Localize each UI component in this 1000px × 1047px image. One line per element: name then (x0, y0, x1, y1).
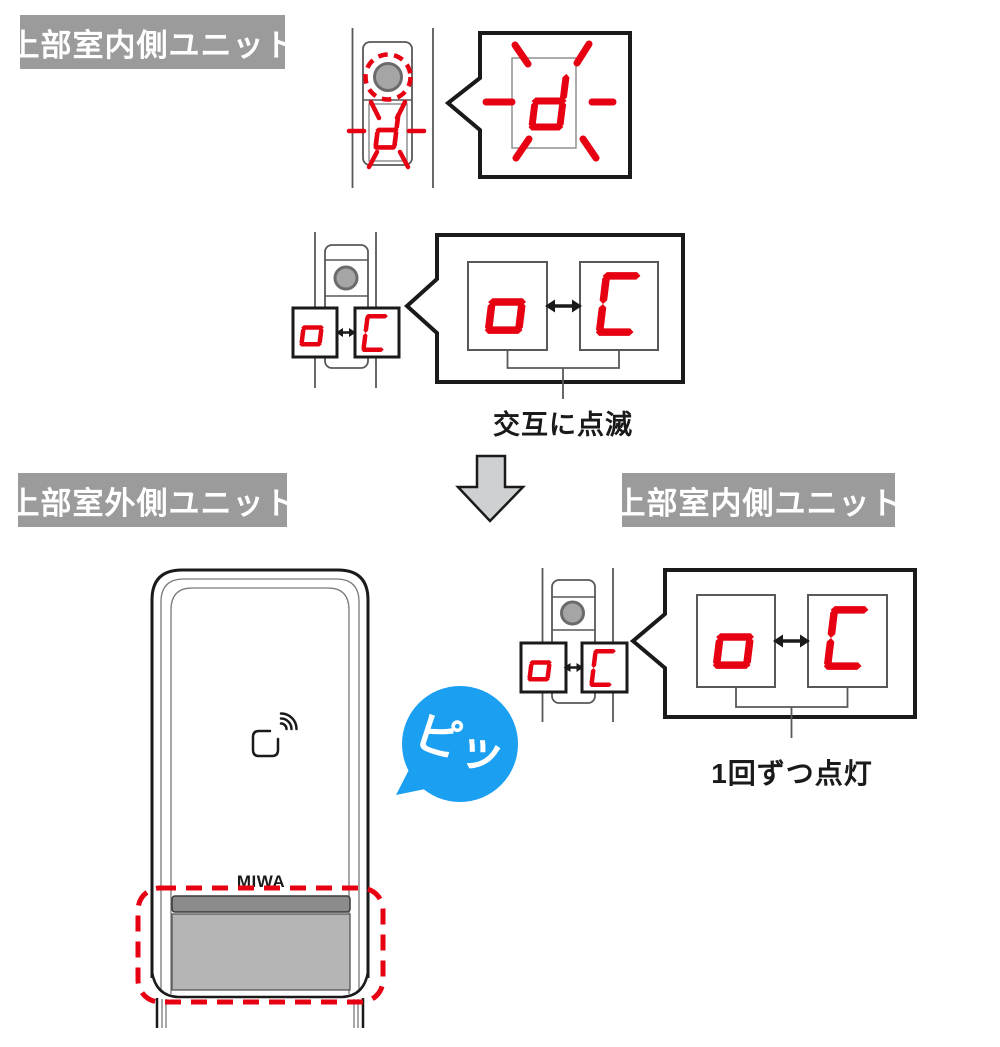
lower-body-lines (155, 998, 365, 1028)
left-right-arrow-icon (336, 328, 356, 337)
outdoor-unit-outline (150, 568, 370, 978)
step2-unit-drawing (291, 232, 401, 388)
unit-divider-lines (552, 596, 595, 631)
door-frame-lines (351, 28, 434, 188)
display-window (368, 103, 408, 162)
reader-slot-bar (171, 895, 351, 913)
contactless-reader-icon (251, 712, 298, 758)
seven-segment-digit (527, 660, 552, 682)
seven-segment-digit (361, 314, 388, 352)
left-right-arrow-icon (545, 299, 582, 313)
step3-unit-drawing (519, 568, 629, 722)
seven-segment-digit (528, 73, 570, 131)
sound-bubble: ピッ (396, 686, 518, 802)
register-button (373, 62, 403, 92)
blink-rays-icon (482, 40, 617, 162)
step1-callout (444, 31, 632, 179)
outdoor-unit-inner-line (170, 587, 350, 994)
caption-alternate-blink: 交互に点滅 (493, 410, 633, 440)
seven-segment-digit (299, 325, 324, 347)
label-indoor-unit: 上部室内側ユニット (615, 473, 902, 527)
label-top-indoor-unit: 上部室内側ユニット (9, 15, 296, 69)
caption-light-once: 1回ずつ点灯 (711, 758, 873, 789)
display-state-box-open (291, 306, 339, 359)
outdoor-unit-drawing: MIWA (135, 568, 386, 1028)
caption-connector-lines (506, 350, 620, 399)
highlight-dashed-rect (135, 885, 386, 1005)
seven-segment-digit (589, 649, 616, 687)
register-button (560, 600, 585, 626)
cover-panel (171, 913, 351, 991)
bubble-body (402, 686, 518, 802)
register-button (333, 265, 359, 291)
lower-body-thin-lines (161, 999, 359, 1028)
unit-divider-lines (325, 259, 368, 297)
display-state-box-open (467, 261, 548, 351)
seven-segment-digit (712, 633, 754, 669)
display-state-box-open (696, 594, 776, 688)
outdoor-unit-inner-line (160, 578, 360, 992)
button-highlight-dashed-circle (363, 52, 413, 102)
seven-segment-digit (595, 272, 641, 336)
caption-connector-lines (735, 687, 849, 738)
step2-callout (404, 233, 685, 399)
bottom-cap-curve (150, 971, 370, 999)
seven-segment-digit (823, 606, 869, 670)
blink-rays-icon (346, 99, 427, 170)
left-right-arrow-icon (773, 634, 810, 648)
down-arrow-icon (455, 454, 526, 523)
step3-callout (629, 568, 917, 738)
step1-unit-drawing (346, 28, 434, 188)
display-state-box-open (519, 641, 568, 694)
label-outdoor-unit: 上部室外側ユニット (9, 473, 296, 527)
left-right-arrow-icon (563, 663, 584, 672)
seven-segment-digit (484, 298, 526, 334)
